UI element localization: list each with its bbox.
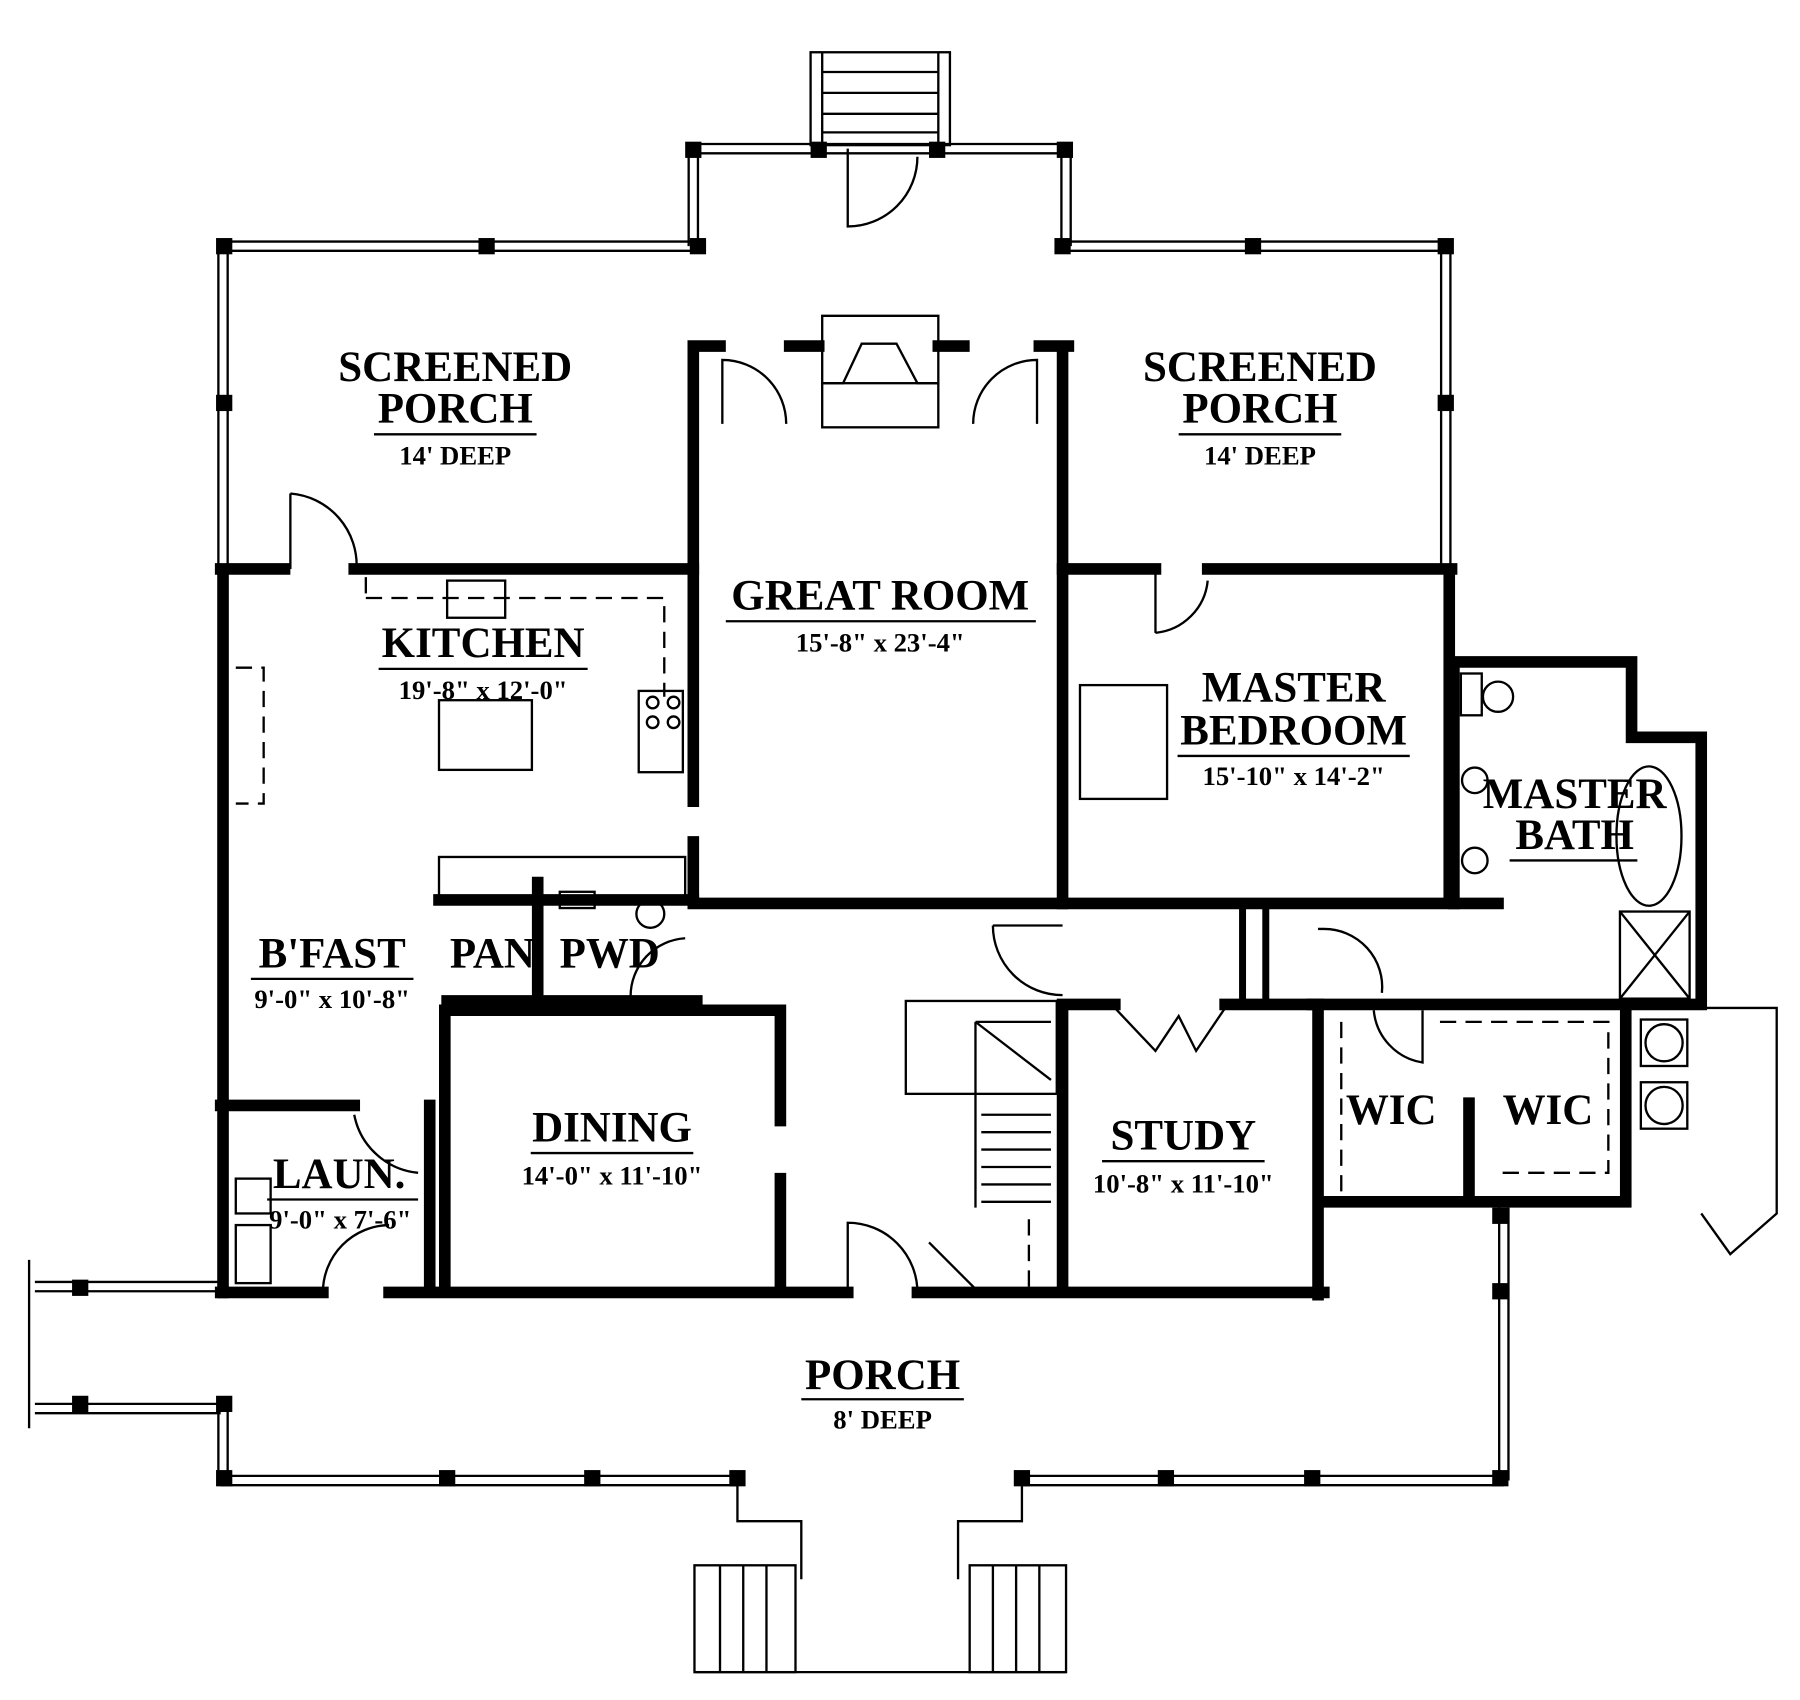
- study-label: STUDY: [1111, 1113, 1257, 1160]
- porch-depth: 8' DEEP: [833, 1404, 932, 1434]
- interior-walls: [214, 340, 1708, 1301]
- screened-porch-left-depth: 14' DEEP: [399, 440, 511, 470]
- wic-left-label: WIC: [1346, 1087, 1437, 1134]
- master-bath-label: MASTER: [1483, 771, 1668, 818]
- master-bath-label-2: BATH: [1515, 812, 1634, 859]
- master-bedroom-label: MASTER: [1202, 664, 1387, 711]
- dining-dims: 14'-0" x 11'-10": [522, 1160, 703, 1190]
- kitchen-dims: 19'-8" x 12'-0": [399, 675, 568, 705]
- study-dims: 10'-8" x 11'-10": [1093, 1169, 1274, 1199]
- kitchen-label: KITCHEN: [382, 620, 585, 667]
- laundry-label: LAUN.: [273, 1151, 405, 1198]
- room-labels: SCREENED PORCH 14' DEEP SCREENED PORCH 1…: [250, 344, 1668, 1434]
- screened-porch-right-label-2: PORCH: [1182, 386, 1337, 433]
- bfast-label: B'FAST: [259, 930, 406, 977]
- wic-right-label: WIC: [1503, 1087, 1594, 1134]
- master-bedroom-dims: 15'-10" x 14'-2": [1202, 761, 1384, 791]
- bfast-dims: 9'-0" x 10'-8": [254, 984, 410, 1014]
- doors: [289, 358, 1424, 1293]
- great-room-dims: 15'-8" x 23'-4": [796, 627, 965, 657]
- staircase: [904, 999, 1058, 1290]
- porch-label: PORCH: [805, 1352, 960, 1399]
- screen-porch-walls: [216, 141, 1454, 569]
- fireplaces: [821, 314, 1169, 801]
- laundry-dims: 9'-0" x 7'-6": [269, 1205, 411, 1235]
- rear-steps: [809, 51, 952, 228]
- fixtures: [234, 577, 1778, 1285]
- master-bedroom-label-2: BEDROOM: [1180, 707, 1407, 754]
- screened-porch-right-label: SCREENED: [1143, 344, 1377, 391]
- pantry-label: PAN: [450, 930, 535, 977]
- great-room-label: GREAT ROOM: [731, 573, 1029, 620]
- screened-porch-right-depth: 14' DEEP: [1204, 440, 1316, 470]
- screened-porch-left-label: SCREENED: [338, 344, 572, 391]
- front-porch: [27, 1207, 1510, 1674]
- screened-porch-left-label-2: PORCH: [378, 386, 533, 433]
- dining-label: DINING: [532, 1104, 692, 1151]
- powder-room-label: PWD: [560, 930, 660, 977]
